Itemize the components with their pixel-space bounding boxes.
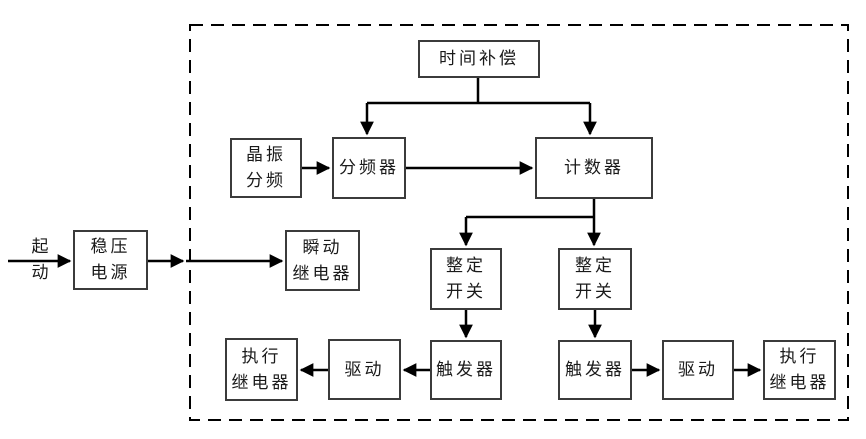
block-instant-relay-label: 瞬动 继电器 xyxy=(292,237,353,284)
block-instant-relay: 瞬动 继电器 xyxy=(285,230,360,291)
block-drive-left-label: 驱动 xyxy=(344,359,385,380)
block-exec-relay-right-label: 执行 继电器 xyxy=(769,347,830,393)
block-setting-switch-left: 整定 开关 xyxy=(430,248,502,310)
block-frequency-divider: 分频器 xyxy=(332,137,406,199)
block-trigger-right: 触发器 xyxy=(558,340,632,400)
block-setting-switch-right: 整定 开关 xyxy=(558,248,632,310)
block-crystal-divider: 晶振 分频 xyxy=(230,138,302,198)
block-crystal-divider-label: 晶振 分频 xyxy=(246,145,286,191)
block-trigger-right-label: 触发器 xyxy=(565,360,625,380)
block-counter: 计数器 xyxy=(535,137,653,199)
block-setting-switch-right-label: 整定 开关 xyxy=(575,256,615,302)
block-power-supply-label: 稳压 电源 xyxy=(90,237,131,283)
block-exec-relay-right: 执行 继电器 xyxy=(763,340,836,400)
block-setting-switch-left-label: 整定 开关 xyxy=(446,256,486,302)
block-time-compensation: 时间补偿 xyxy=(418,40,540,78)
block-trigger-left: 触发器 xyxy=(430,340,502,400)
block-drive-left: 驱动 xyxy=(328,339,401,400)
block-counter-label: 计数器 xyxy=(564,158,624,178)
block-exec-relay-left: 执行 继电器 xyxy=(225,338,298,401)
start-label: 起 动 xyxy=(31,237,49,283)
block-power-supply: 稳压 电源 xyxy=(73,230,148,290)
block-drive-right: 驱动 xyxy=(662,340,734,400)
edge-counter-branch xyxy=(466,199,596,219)
edge-timecomp-branch xyxy=(367,78,590,105)
block-frequency-divider-label: 分频器 xyxy=(339,158,399,178)
block-time-compensation-label: 时间补偿 xyxy=(439,49,519,69)
block-exec-relay-left-label: 执行 继电器 xyxy=(231,346,292,393)
block-trigger-left-label: 触发器 xyxy=(436,360,496,380)
block-drive-right-label: 驱动 xyxy=(678,360,718,380)
